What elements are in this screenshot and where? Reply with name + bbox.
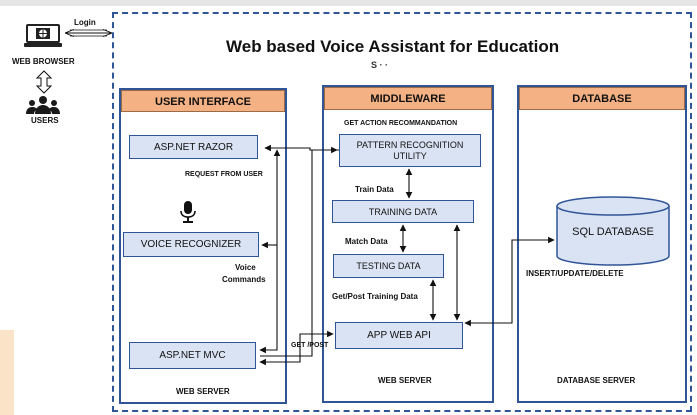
get-action-label: GET ACTION RECOMMANDATION xyxy=(344,120,458,127)
testing-data-box: TESTING DATA xyxy=(333,254,444,278)
top-strip xyxy=(0,0,697,6)
asp-net-mvc-box: ASP.NET MVC xyxy=(129,342,256,369)
voice-recognizer-box: VOICE RECOGNIZER xyxy=(123,232,259,257)
user-interface-header: USER INTERFACE xyxy=(121,90,285,112)
get-post-training-label: Get/Post Training Data xyxy=(332,292,418,301)
database-header: DATABASE xyxy=(519,87,685,110)
users-group-icon xyxy=(26,96,60,114)
pattern-line-1: PATTERN RECOGNITION xyxy=(356,139,464,150)
middleware-footer-label: WEB SERVER xyxy=(378,376,432,385)
training-data-box: TRAINING DATA xyxy=(332,200,474,223)
users-label: USERS xyxy=(31,116,59,125)
request-from-user-label: REQUEST FROM USER xyxy=(185,171,263,178)
login-arrow xyxy=(66,30,111,36)
browser-icon xyxy=(24,24,62,53)
app-web-api-box: APP WEB API xyxy=(335,322,463,349)
browser-users-arrow xyxy=(35,70,53,94)
corner-accent xyxy=(0,330,14,415)
title-cutoff-text: S · · xyxy=(371,60,388,70)
system-boundary xyxy=(112,12,692,412)
voice-label: Voice xyxy=(235,263,256,272)
razor-mvc-arrow xyxy=(259,149,281,354)
login-label: Login xyxy=(74,18,96,27)
mvc-to-pattern-arrow xyxy=(260,146,338,357)
match-data-label: Match Data xyxy=(345,237,388,246)
sql-database-label: SQL DATABASE xyxy=(572,226,654,238)
get-post-arrow xyxy=(259,330,334,366)
database-footer-label: DATABASE SERVER xyxy=(557,376,636,385)
asp-net-razor-box: ASP.NET RAZOR xyxy=(129,135,258,159)
microphone-icon xyxy=(180,201,196,228)
browser-label: WEB BROWSER xyxy=(12,57,75,66)
ui-footer-label: WEB SERVER xyxy=(176,387,230,396)
sql-database-cylinder xyxy=(556,196,670,271)
monitor-globe-icon xyxy=(24,24,62,47)
commands-label: Commands xyxy=(222,275,266,284)
pattern-recognition-box: PATTERN RECOGNITION UTILITY xyxy=(339,134,481,167)
users-icon xyxy=(26,95,60,120)
crud-label: INSERT/UPDATE/DELETE xyxy=(526,269,624,278)
api-database-arrow xyxy=(464,236,555,327)
train-data-label: Train Data xyxy=(355,185,394,194)
middleware-header: MIDDLEWARE xyxy=(324,87,492,110)
diagram-title: Web based Voice Assistant for Education xyxy=(226,37,560,56)
pattern-line-2: UTILITY xyxy=(393,150,427,161)
